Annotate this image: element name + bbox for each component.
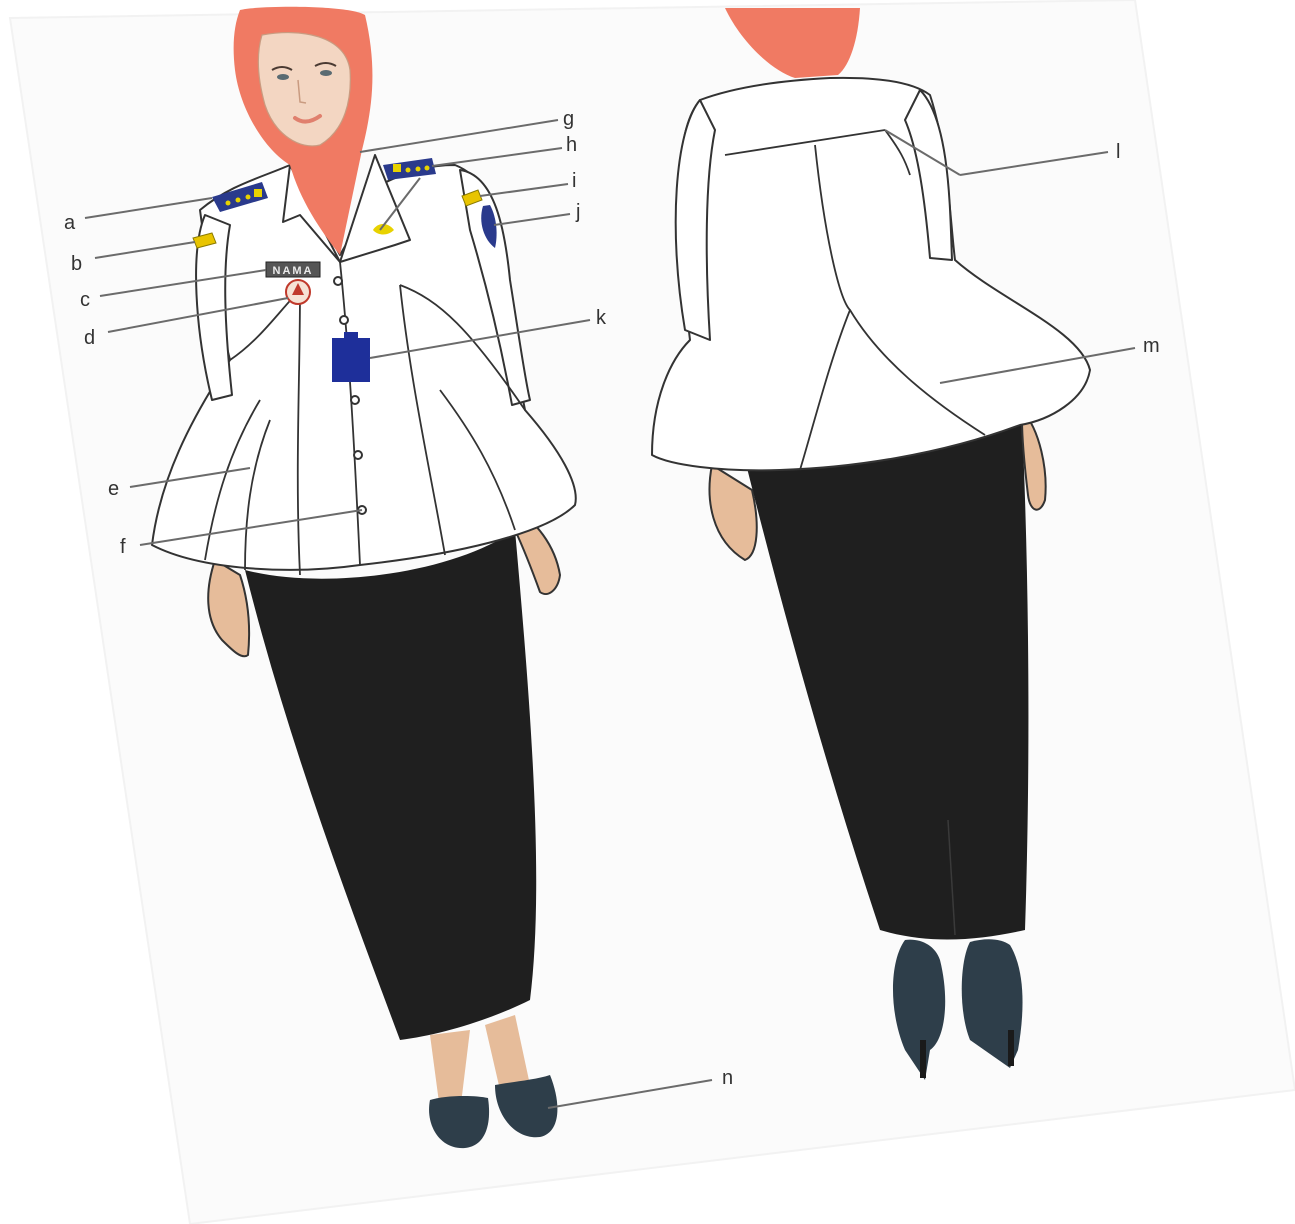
callout-d-label: d [84,327,95,349]
callout-b-label: b [71,253,82,275]
callout-n-label: n [722,1067,733,1089]
callout-c-label: c [80,289,90,311]
name-tag: NAMA [266,262,320,277]
callout-a-label: a [64,212,76,234]
callout-j-label: j [575,201,580,223]
callout-m-label: m [1143,335,1160,357]
callout-k-label: k [596,307,607,329]
id-card-icon [332,332,370,382]
callout-l-label: l [1116,141,1120,163]
callout-e-label: e [108,478,119,500]
callout-g-label: g [563,108,574,130]
callout-i-label: i [572,170,576,192]
emblem-badge-icon [286,280,310,304]
paper-sheet [10,0,1295,1224]
callout-f-label: f [120,536,126,558]
name-tag-text: NAMA [273,265,314,277]
callout-h-label: h [566,134,577,156]
